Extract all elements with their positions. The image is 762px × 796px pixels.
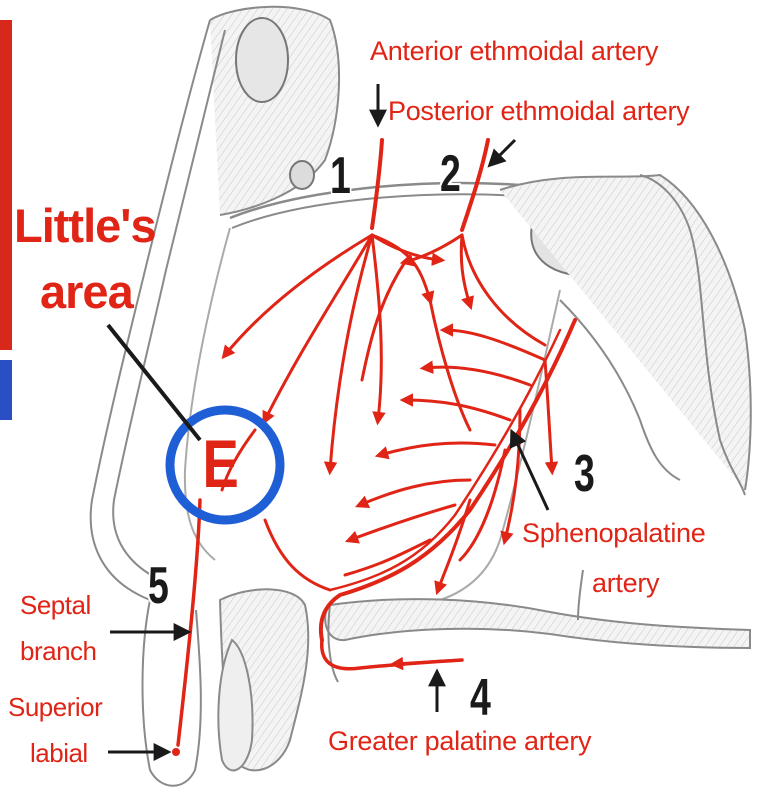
littles-area-label-line1: Little's <box>14 202 156 249</box>
posterior-ethmoidal-trunk <box>462 140 488 230</box>
anterior-ethmoidal-label: Anterior ethmoidal artery <box>370 38 658 65</box>
frontal-sinus <box>236 18 288 102</box>
sphenopalatine-label-line2: artery <box>592 570 659 597</box>
greater-palatine-artery <box>322 640 462 669</box>
marker-4: 4 <box>470 672 491 724</box>
posterior-ethmoidal-label: Posterior ethmoidal artery <box>388 98 689 125</box>
sphenoid-body <box>500 175 751 490</box>
superior-labial-dot <box>172 748 180 756</box>
posterior-ethmoidal-pointer <box>490 140 515 165</box>
anterior-ethmoidal-trunk <box>372 140 382 228</box>
superior-labial-label-line2: labial <box>30 740 88 766</box>
greater-palatine-label: Greater palatine artery <box>328 728 591 755</box>
marker-5: 5 <box>148 560 169 612</box>
superior-labial-label-line1: Superior <box>8 694 102 720</box>
small-sinus <box>290 161 314 189</box>
kiesselbach-letter: E <box>203 430 239 498</box>
septal-branch-label-line2: branch <box>20 638 97 664</box>
septal-branch-label-line1: Septal <box>20 592 91 618</box>
hard-palate <box>325 599 750 648</box>
littles-area-label-line2: area <box>40 268 133 315</box>
sphenopalatine-label-stroke <box>578 570 583 620</box>
littles-area-pointer <box>108 325 200 440</box>
marker-2: 2 <box>440 148 461 200</box>
marker-3: 3 <box>574 448 595 500</box>
sphenopalatine-label-line1: Sphenopalatine <box>522 520 705 547</box>
marker-1: 1 <box>330 150 351 202</box>
